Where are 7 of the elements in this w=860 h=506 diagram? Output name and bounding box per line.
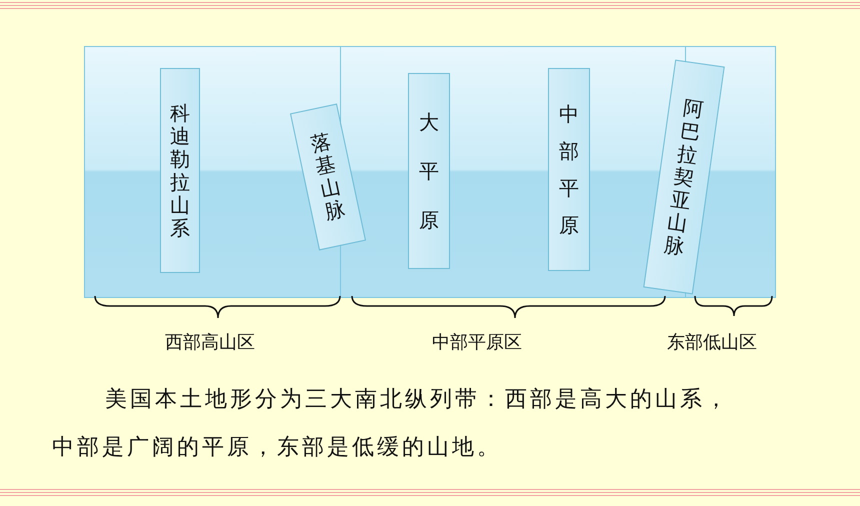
label-box: 中部平原 (548, 68, 590, 271)
label-box: 科迪勒拉山系 (160, 68, 200, 273)
label-box: 大平原 (408, 73, 450, 269)
paragraph: 美国本土地形分为三大南北纵列带：西部是高大的山系，中部是广阔的平原，东部是低缓的山地。 (52, 386, 731, 462)
region-label: 西部高山区 (165, 331, 255, 354)
region-label: 中部平原区 (432, 331, 522, 354)
region-label: 东部低山区 (667, 331, 757, 354)
